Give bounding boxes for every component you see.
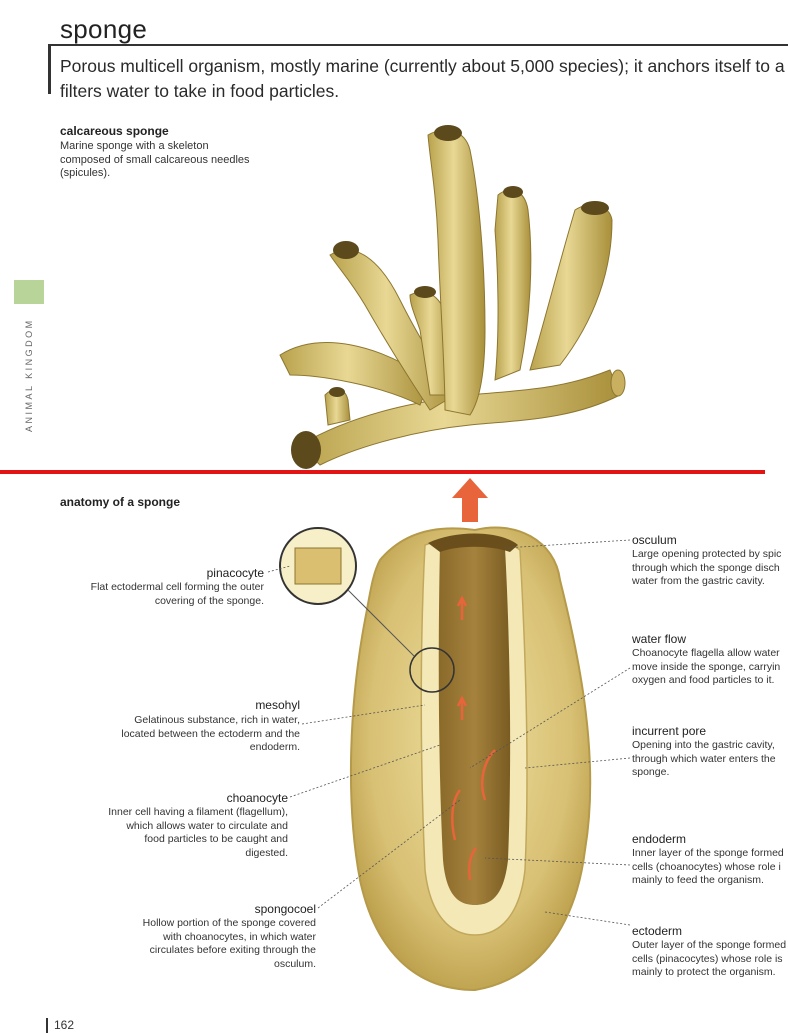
water-flow-desc: Choanocyte flagella allow water move ins… [632, 647, 788, 688]
sponge-anatomy-illustration [268, 478, 630, 990]
osculum-label: osculum [632, 533, 788, 547]
intro-line-1: Porous multicell organism, mostly marine… [60, 54, 788, 79]
pinacocyte-label: pinacocyte [100, 566, 264, 580]
choanocyte-label: choanocyte [140, 791, 288, 805]
spongocoel-desc: Hollow portion of the sponge covered wit… [80, 917, 316, 971]
ectoderm-desc: Outer layer of the sponge formed cells (… [632, 939, 788, 980]
mesohyl-desc: Gelatinous substance, rich in water, loc… [80, 714, 300, 755]
ectoderm-label: ectoderm [632, 924, 788, 938]
osculum-desc: Large opening protected by spic through … [632, 548, 788, 589]
intro-side-bar [48, 46, 51, 94]
incurrent-pore-label: incurrent pore [632, 724, 788, 738]
page-number: 162 [54, 1018, 74, 1032]
header-divider [48, 44, 788, 46]
spongocoel-label: spongocoel [170, 902, 316, 916]
water-flow-label: water flow [632, 632, 788, 646]
choanocyte-desc: Inner cell having a filament (flagellum)… [70, 806, 288, 860]
mesohyl-label: mesohyl [140, 698, 300, 712]
endoderm-desc: Inner layer of the sponge formed cells (… [632, 847, 788, 888]
endoderm-label: endoderm [632, 832, 788, 846]
calcareous-sponge-illustration [280, 125, 625, 469]
anatomy-title: anatomy of a sponge [60, 495, 180, 509]
section-label: ANIMAL KINGDOM [24, 318, 34, 432]
intro-text: Porous multicell organism, mostly marine… [60, 54, 788, 104]
intro-line-2: filters water to take in food particles. [60, 79, 788, 104]
red-divider [0, 470, 765, 474]
section-tab [14, 280, 44, 304]
pinacocyte-desc: Flat ectodermal cell forming the outer c… [50, 581, 264, 608]
page-title: sponge [60, 14, 147, 45]
page-number-bar [46, 1018, 48, 1033]
incurrent-pore-desc: Opening into the gastric cavity, through… [632, 739, 788, 780]
calcareous-title: calcareous sponge [60, 124, 169, 138]
calcareous-description: Marine sponge with a skeleton composed o… [60, 140, 260, 181]
